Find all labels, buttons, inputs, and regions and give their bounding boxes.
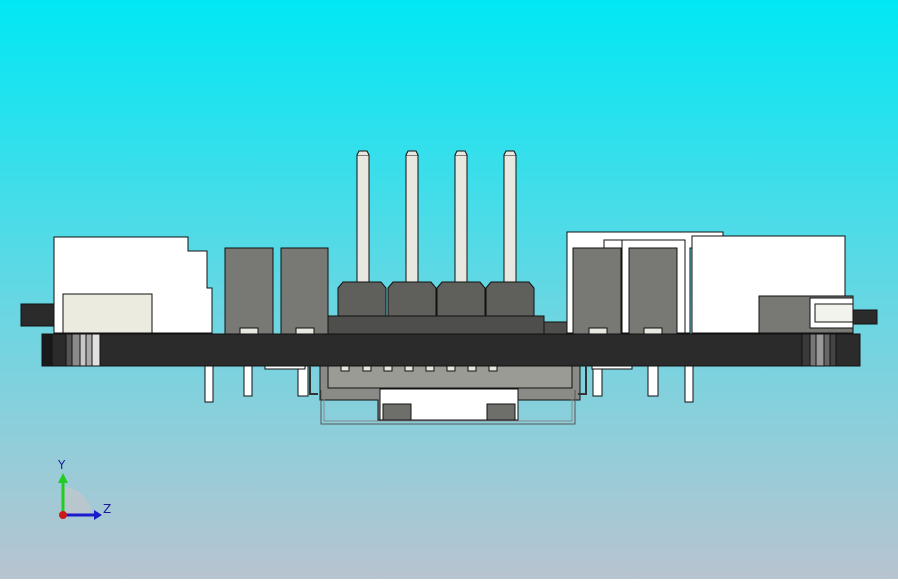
component-block-left-2 (280, 247, 329, 335)
header-base (327, 315, 545, 335)
triad-shade (63, 487, 91, 515)
lead-3 (297, 365, 309, 397)
coordinate-triad (58, 473, 102, 520)
header-pin-3 (454, 154, 468, 286)
component-block-left-1 (224, 247, 274, 335)
pcb-board (41, 333, 861, 367)
lead-6 (684, 365, 694, 403)
header-pin-4 (503, 154, 517, 286)
component-block-right-2 (628, 247, 678, 335)
right-shaft (852, 309, 878, 325)
header-housing-4 (485, 281, 535, 319)
lead-4 (592, 365, 603, 397)
triad-y-label: Y (58, 458, 66, 472)
lead-5 (647, 365, 659, 397)
component-block-right-1 (572, 247, 622, 335)
lead-1 (204, 365, 214, 403)
header-housing-3 (436, 281, 486, 319)
triad-origin (59, 511, 67, 519)
header-housing-2 (387, 281, 437, 319)
left-connector-face (62, 293, 153, 334)
lead-2 (243, 365, 253, 397)
header-pin-1 (356, 154, 370, 286)
header-pin-2 (405, 154, 419, 286)
triad-z-label: Z (103, 502, 112, 516)
header-housing-1 (337, 281, 387, 319)
